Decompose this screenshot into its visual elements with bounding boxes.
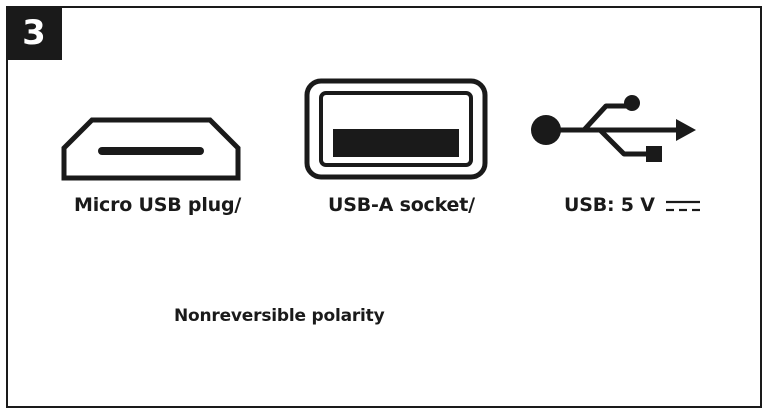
polarity-note: Nonreversible polarity <box>174 306 385 326</box>
usb-trident-icon <box>531 95 696 162</box>
usb-voltage-label: USB: 5 V <box>564 194 701 216</box>
usb-a-socket-label: USB-A socket/ <box>328 194 475 216</box>
step-number-badge: 3 <box>6 6 62 60</box>
usb-a-socket-icon <box>304 78 488 180</box>
micro-usb-plug-label: Micro USB plug/ <box>74 194 242 216</box>
usb-voltage-text: USB: 5 V <box>564 194 655 216</box>
dc-current-icon <box>665 200 700 211</box>
micro-usb-plug-icon <box>61 117 241 181</box>
diagram-frame <box>6 6 762 408</box>
step-number: 3 <box>22 13 46 53</box>
